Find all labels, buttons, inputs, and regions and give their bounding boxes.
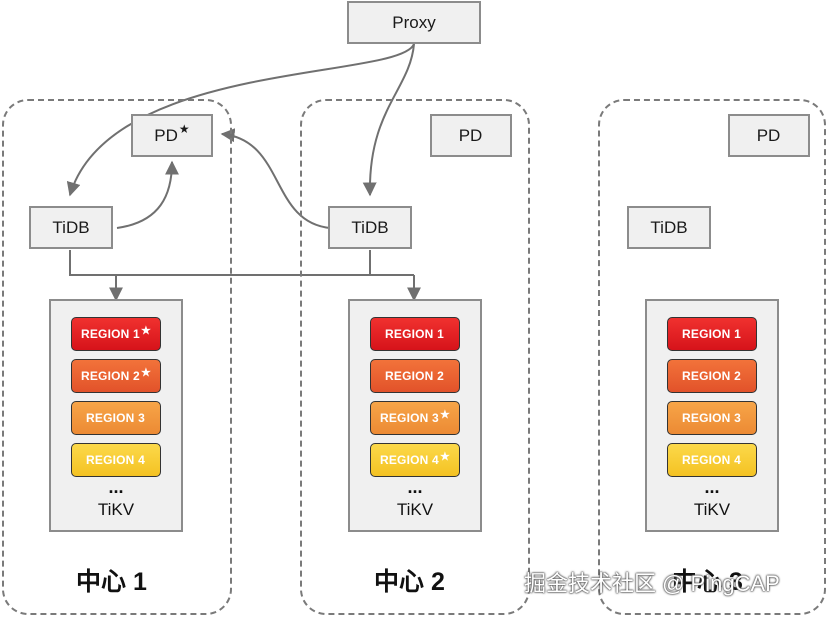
region-label: REGION 1 bbox=[80, 327, 140, 341]
tidb-label: TiDB bbox=[351, 217, 389, 237]
pd-node: PD bbox=[430, 114, 512, 157]
region-4: REGION 4★ bbox=[370, 443, 460, 477]
tidb1-to-pd-arrow bbox=[116, 160, 179, 229]
tidb-label: TiDB bbox=[52, 217, 90, 237]
data-center-label: 中心 3 bbox=[672, 568, 743, 596]
region-2: REGION 2★ bbox=[71, 359, 161, 393]
tidb-node: TiDB bbox=[627, 206, 711, 249]
tikv-node: REGION 1 REGION 2 REGION 3★ REGION 4★ ..… bbox=[348, 299, 482, 532]
data-center-label: 中心 1 bbox=[76, 568, 147, 596]
data-center-border bbox=[2, 99, 232, 615]
tidb-node: TiDB bbox=[328, 206, 412, 249]
region-2: REGION 2 bbox=[370, 359, 460, 393]
pd-label: PD bbox=[756, 125, 781, 145]
region-label: REGION 2 bbox=[385, 369, 444, 383]
tidb2-to-pd-arrow bbox=[220, 128, 331, 229]
region-3: REGION 3 bbox=[667, 401, 757, 435]
data-center-label: 中心 2 bbox=[374, 568, 445, 596]
pd-node: PD bbox=[728, 114, 810, 157]
pd-label: PD bbox=[458, 125, 483, 145]
region-label: REGION 3 bbox=[682, 411, 741, 425]
region-label: REGION 4 bbox=[379, 453, 439, 467]
region-4: REGION 4 bbox=[667, 443, 757, 477]
more-regions-ellipsis: ... bbox=[407, 477, 423, 497]
watermark: 掘金技术社区 @ PingCAP bbox=[524, 571, 780, 596]
region-label: REGION 4 bbox=[682, 453, 741, 467]
pd-leader-star-icon: ★ bbox=[178, 121, 190, 136]
tikv-node: REGION 1 REGION 2 REGION 3 REGION 4 ... … bbox=[645, 299, 779, 532]
pd-label: PD bbox=[154, 125, 178, 145]
region-1: REGION 1★ bbox=[71, 317, 161, 351]
region-3: REGION 3★ bbox=[370, 401, 460, 435]
region-1: REGION 1 bbox=[370, 317, 460, 351]
tidb-to-tikv-bus bbox=[69, 250, 414, 276]
more-regions-ellipsis: ... bbox=[704, 477, 720, 497]
leader-star-icon: ★ bbox=[439, 450, 450, 463]
region-label: REGION 3 bbox=[379, 411, 439, 425]
region-2: REGION 2 bbox=[667, 359, 757, 393]
proxy-node: Proxy bbox=[347, 1, 481, 44]
data-center-border bbox=[598, 99, 826, 615]
region-1: REGION 1 bbox=[667, 317, 757, 351]
region-label: REGION 1 bbox=[682, 327, 741, 341]
data-center-border bbox=[300, 99, 530, 615]
region-label: REGION 3 bbox=[86, 411, 145, 425]
leader-star-icon: ★ bbox=[140, 366, 151, 379]
region-label: REGION 1 bbox=[385, 327, 444, 341]
region-label: REGION 4 bbox=[86, 453, 145, 467]
tikv-label: TiKV bbox=[97, 500, 135, 519]
tidb-label: TiDB bbox=[650, 217, 688, 237]
region-label: REGION 2 bbox=[682, 369, 741, 383]
region-4: REGION 4 bbox=[71, 443, 161, 477]
tikv-label: TiKV bbox=[396, 500, 434, 519]
proxy-to-tidb2-arrow bbox=[362, 43, 415, 197]
region-3: REGION 3 bbox=[71, 401, 161, 435]
region-label: REGION 2 bbox=[80, 369, 140, 383]
tikv-label: TiKV bbox=[693, 500, 731, 519]
more-regions-ellipsis: ... bbox=[108, 477, 124, 497]
leader-star-icon: ★ bbox=[140, 324, 151, 337]
proxy-label: Proxy bbox=[392, 12, 436, 32]
tidb-node: TiDB bbox=[29, 206, 113, 249]
tikv-node: REGION 1★ REGION 2★ REGION 3 REGION 4 ..… bbox=[49, 299, 183, 532]
leader-star-icon: ★ bbox=[439, 408, 450, 421]
proxy-to-tidb1-arrow bbox=[66, 43, 415, 197]
pd-node: PD★ bbox=[131, 114, 213, 157]
